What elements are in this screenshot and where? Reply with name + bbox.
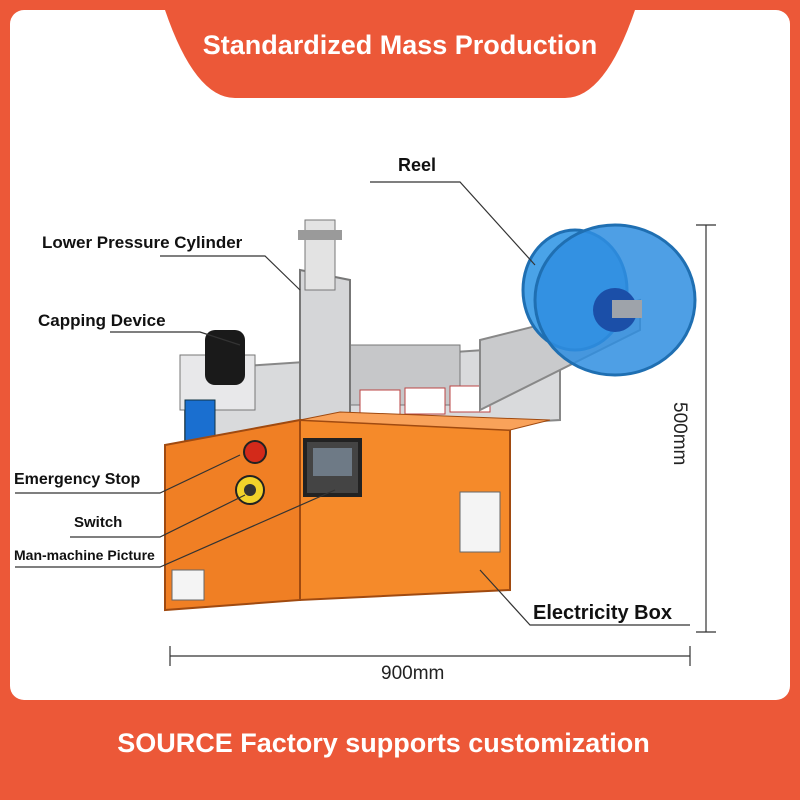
header-banner: [165, 0, 635, 98]
label-emergency-stop: Emergency Stop: [14, 471, 141, 488]
label-capping-device: Capping Device: [38, 311, 166, 330]
dimension-lines: [169, 224, 716, 666]
label-switch: Switch: [74, 514, 123, 531]
label-reel: Reel: [398, 155, 437, 175]
dimension-width: 900mm: [381, 663, 445, 684]
leader-lines: [15, 181, 690, 626]
label-man-machine-picture: Man-machine Picture: [14, 547, 155, 563]
label-electricity-box: Electricity Box: [533, 602, 672, 624]
label-lower-pressure-cylinder: Lower Pressure Cylinder: [42, 233, 243, 252]
electricity-box: [164, 411, 551, 612]
dimension-height: 500mm: [669, 402, 690, 466]
footer-text: SOURCE Factory supports customization: [117, 728, 650, 758]
header-title: Standardized Mass Production: [202, 30, 598, 60]
reel-spool: [521, 223, 697, 377]
